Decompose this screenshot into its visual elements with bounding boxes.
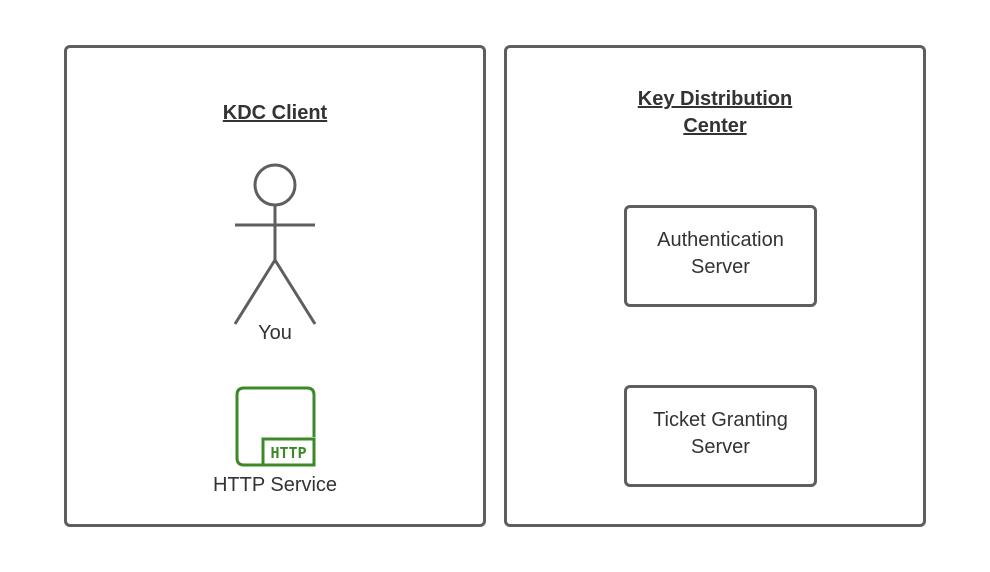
kdc-title-line1: Key Distribution bbox=[637, 88, 793, 110]
as-line2: Server bbox=[691, 256, 750, 278]
user-label: You bbox=[258, 322, 292, 344]
authentication-server-label: Authentication Server bbox=[624, 227, 817, 281]
ticket-granting-server-label: Ticket Granting Server bbox=[624, 407, 817, 461]
tgs-line2: Server bbox=[691, 436, 750, 458]
user-actor-icon bbox=[233, 163, 317, 325]
tgs-line1: Ticket Granting bbox=[653, 409, 788, 431]
as-line1: Authentication bbox=[657, 229, 784, 251]
kdc-client-title: KDC Client bbox=[222, 102, 328, 124]
authentication-server bbox=[624, 205, 817, 307]
http-service-icon bbox=[235, 386, 316, 467]
kdc-client-container bbox=[64, 45, 486, 527]
kdc-container bbox=[504, 45, 926, 527]
kdc-title: Key Distribution Center bbox=[504, 86, 926, 140]
kdc-title-line2: Center bbox=[683, 115, 747, 137]
http-service-label: HTTP Service bbox=[212, 474, 338, 496]
http-badge-text: HTTP bbox=[270, 444, 307, 462]
ticket-granting-server bbox=[624, 385, 817, 487]
